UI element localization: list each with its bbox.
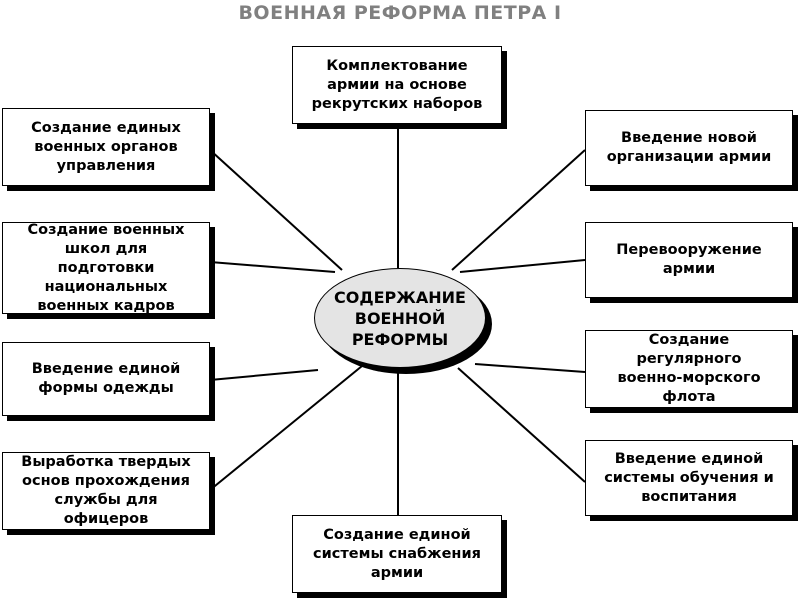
connector-left4 — [209, 365, 363, 491]
box-right4: Введение единой системы обучения и воспи… — [585, 440, 793, 516]
diagram-title: ВОЕННАЯ РЕФОРМА ПЕТРА I — [238, 2, 562, 24]
box-right2: Перевооружение армии — [585, 222, 793, 298]
connector-right1 — [451, 149, 586, 271]
connector-right2 — [459, 259, 586, 273]
box-bottom: Создание единой системы снабжения армии — [292, 515, 502, 593]
box-left1: Создание единых военных органов управлен… — [2, 108, 210, 186]
connector-right4 — [457, 367, 586, 483]
connector-left2 — [209, 261, 336, 273]
box-left3: Введение единой формы одежды — [2, 342, 210, 416]
box-left2: Создание военных школ для подготовки нац… — [2, 222, 210, 314]
box-right3: Создание регулярного военно-морского фло… — [585, 330, 793, 408]
central-ellipse: СОДЕРЖАНИЕ ВОЕННОЙ РЕФОРМЫ — [314, 268, 486, 368]
box-left4: Выработка твердых основ прохождения служ… — [2, 452, 210, 530]
connector-left1 — [209, 149, 343, 271]
box-top: Комплектование армии на основе рекрутски… — [292, 46, 502, 124]
central-label: СОДЕРЖАНИЕ ВОЕННОЙ РЕФОРМЫ — [334, 287, 466, 349]
connector-right3 — [474, 363, 586, 373]
box-right1: Введение новой организации армии — [585, 110, 793, 186]
connector-left3 — [209, 369, 319, 381]
